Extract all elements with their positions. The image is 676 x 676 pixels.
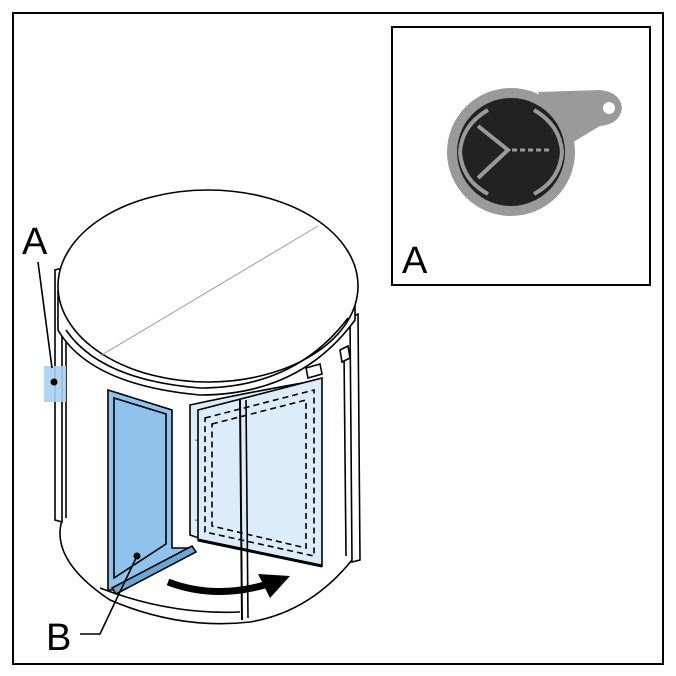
inset-panel: A — [391, 26, 651, 286]
callout-b: B — [46, 552, 141, 659]
floor-ring — [59, 519, 353, 625]
right-jamb — [349, 312, 361, 564]
callout-b-label: B — [46, 617, 71, 659]
canopy-top — [57, 189, 359, 383]
revolving-door — [44, 189, 361, 625]
key-fob-icon — [447, 88, 622, 216]
callout-a-label: A — [22, 221, 48, 263]
center-post — [239, 399, 243, 621]
rotation-arrow-icon — [166, 574, 290, 598]
inset-callout-a: A — [402, 240, 428, 282]
callout-a: A — [22, 221, 58, 386]
